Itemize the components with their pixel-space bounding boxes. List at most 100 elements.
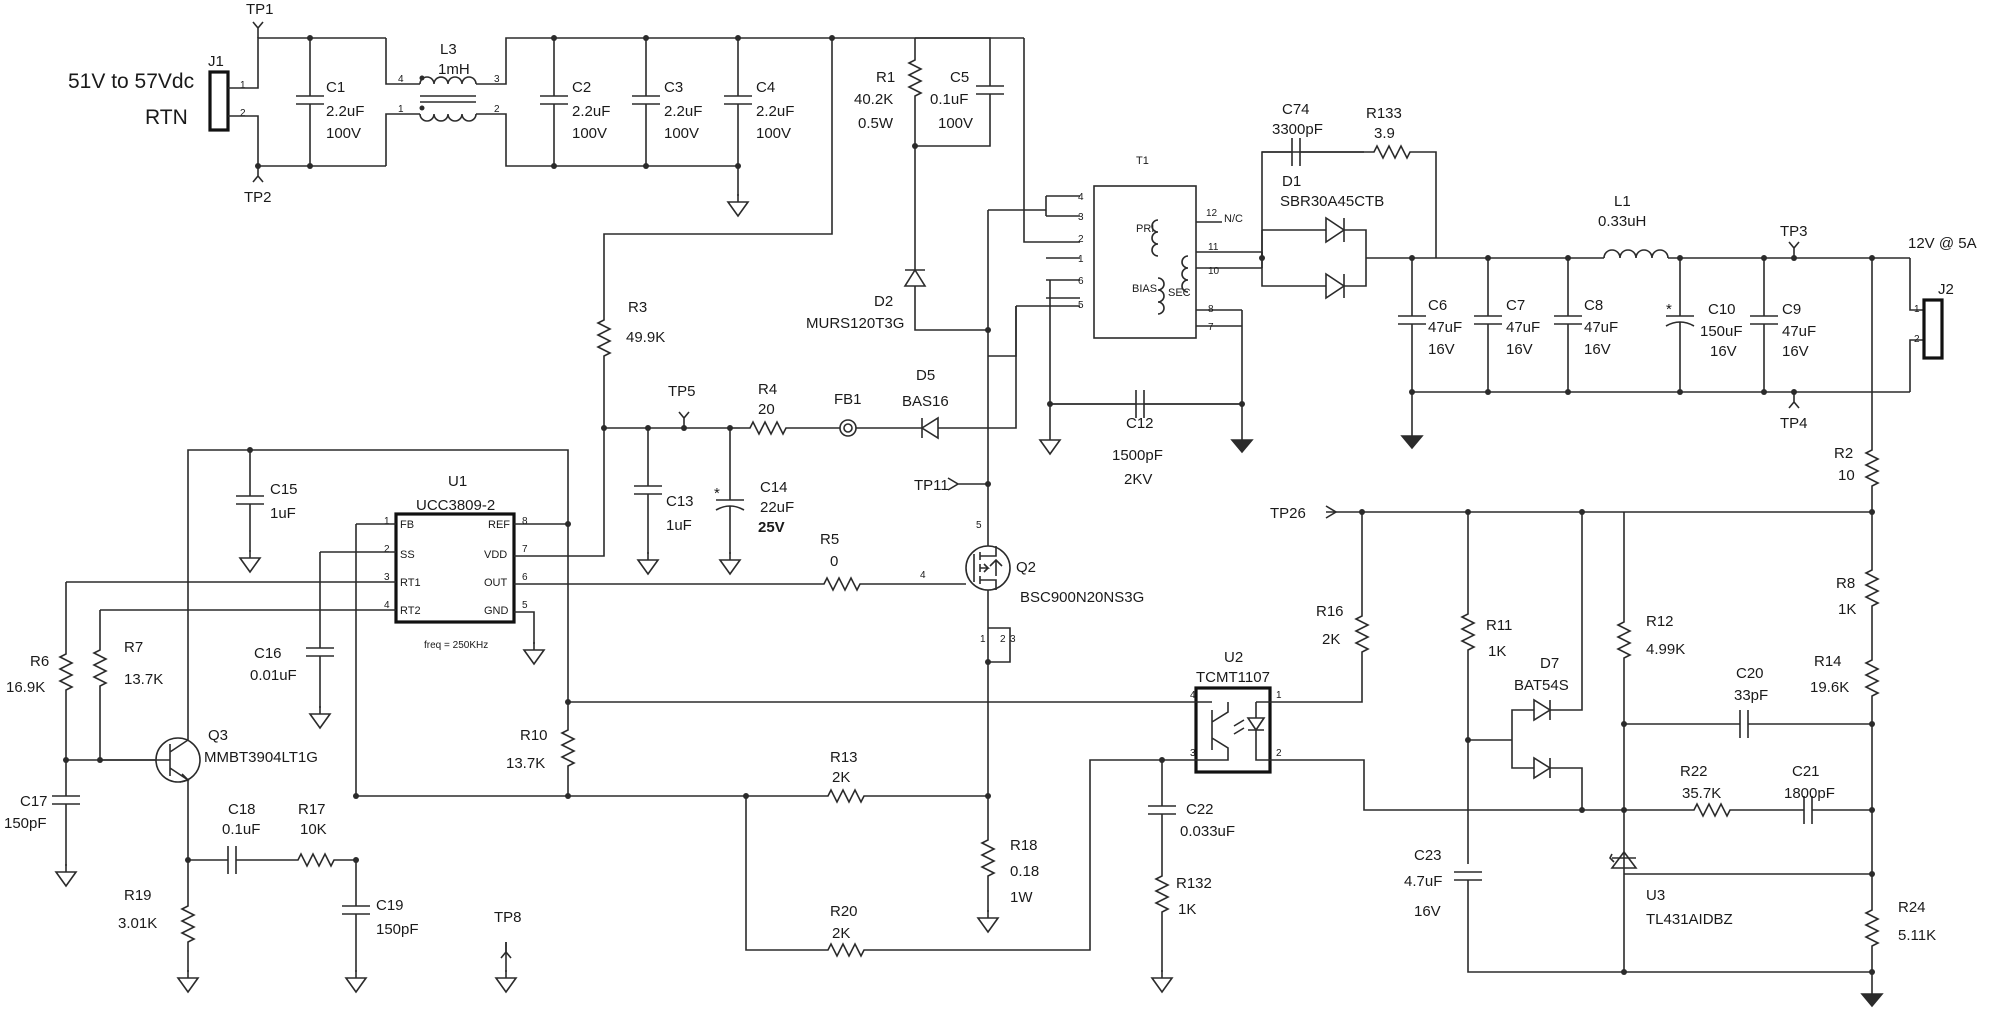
u1-label: U1	[448, 473, 467, 490]
r8-value: 1K	[1838, 601, 1856, 618]
c74-label: C74	[1282, 101, 1310, 118]
r7-value: 13.7K	[124, 671, 163, 688]
svg-text:3: 3	[384, 572, 390, 583]
c6-capacitor	[1398, 258, 1426, 392]
c15-capacitor	[236, 450, 264, 552]
svg-text:12: 12	[1206, 208, 1218, 219]
c1-voltage: 100V	[326, 125, 361, 142]
t1-nc-label: N/C	[1224, 213, 1243, 225]
l1-inductor	[1603, 249, 1669, 259]
r2-label: R2	[1834, 445, 1853, 462]
c7-voltage: 16V	[1506, 341, 1533, 358]
d7-label: D7	[1540, 655, 1559, 672]
u3-value: TL431AIDBZ	[1646, 911, 1733, 928]
c5-capacitor	[915, 37, 1004, 147]
tp8-label: TP8	[494, 909, 522, 926]
c22-label: C22	[1186, 801, 1214, 818]
svg-text:1: 1	[384, 516, 390, 527]
c18-label: C18	[228, 801, 256, 818]
u1-pin-vdd: VDD	[484, 549, 507, 561]
svg-text:4: 4	[384, 600, 390, 611]
c8-value: 47uF	[1584, 319, 1618, 336]
d5-label: D5	[916, 367, 935, 384]
u2-optocoupler	[1194, 686, 1272, 774]
c17-capacitor	[52, 795, 80, 866]
r5-label: R5	[820, 531, 839, 548]
c13-capacitor	[634, 428, 662, 554]
r5-value: 0	[830, 553, 838, 570]
svg-text:1: 1	[1914, 304, 1920, 315]
r3-value: 49.9K	[626, 329, 665, 346]
c2-value: 2.2uF	[572, 103, 610, 120]
svg-text:11: 11	[1208, 242, 1219, 253]
c16-label: C16	[254, 645, 282, 662]
controller-section: R3 49.9K TP5 R4 20 FB1 D5 BAS16 C13 1uF …	[4, 38, 1192, 993]
tp4-label: TP4	[1780, 415, 1808, 432]
c21-label: C21	[1792, 763, 1820, 780]
r16-label: R16	[1316, 603, 1344, 620]
c23-voltage: 16V	[1414, 903, 1441, 920]
t1-sec-label: SEC	[1168, 287, 1191, 299]
c10-value: 150uF	[1700, 323, 1743, 340]
t1-bias-label: BIAS	[1132, 283, 1157, 295]
c12-value: 1500pF	[1112, 447, 1163, 464]
d1-label: D1	[1282, 173, 1301, 190]
svg-text:4: 4	[920, 570, 926, 581]
c23-value: 4.7uF	[1404, 873, 1442, 890]
d7-diode	[1533, 698, 1552, 780]
r132-label: R132	[1176, 875, 1212, 892]
r19-label: R19	[124, 887, 152, 904]
q2-label: Q2	[1016, 559, 1036, 576]
u1-ic	[394, 512, 516, 624]
u1-pin-rt2: RT2	[400, 605, 421, 617]
c5-voltage: 100V	[938, 115, 973, 132]
tp26-label: TP26	[1270, 505, 1306, 522]
l3-label: L3	[440, 41, 457, 58]
r132-value: 1K	[1178, 901, 1196, 918]
c4-value: 2.2uF	[756, 103, 794, 120]
c3-capacitor	[632, 38, 660, 166]
c14-label: C14	[760, 479, 788, 496]
svg-text:2: 2	[494, 104, 500, 115]
r11-value: 1K	[1488, 643, 1506, 660]
c20-label: C20	[1736, 665, 1764, 682]
c16-value: 0.01uF	[250, 667, 297, 684]
c19-value: 150pF	[376, 921, 419, 938]
j1-connector	[208, 70, 230, 132]
c7-value: 47uF	[1506, 319, 1540, 336]
c9-voltage: 16V	[1782, 343, 1809, 360]
t1-label: T1	[1136, 155, 1149, 167]
c18-capacitor	[188, 846, 288, 874]
r6-label: R6	[30, 653, 49, 670]
svg-text:5: 5	[976, 520, 982, 531]
svg-text:1: 1	[1078, 254, 1084, 265]
r10-value: 13.7K	[506, 755, 545, 772]
c2-label: C2	[572, 79, 591, 96]
u1-freq-label: freq = 250KHz	[424, 640, 488, 651]
input-section: 51V to 57Vdc RTN J1 12 TP1 TP2 C1 2.2uF …	[68, 1, 1024, 333]
c8-label: C8	[1584, 297, 1603, 314]
tp5-label: TP5	[668, 383, 696, 400]
c4-voltage: 100V	[756, 125, 791, 142]
svg-text:3: 3	[1078, 212, 1084, 223]
c3-voltage: 100V	[664, 125, 699, 142]
q2-value: BSC900N20NS3G	[1020, 589, 1144, 606]
svg-text:1: 1	[240, 80, 246, 91]
l3-value: 1mH	[438, 61, 470, 78]
r13-value: 2K	[832, 769, 850, 786]
r3-label: R3	[628, 299, 647, 316]
svg-text:3: 3	[1190, 748, 1196, 759]
r18-label: R18	[1010, 837, 1038, 854]
r20-value: 2K	[832, 925, 850, 942]
svg-text:1: 1	[1276, 690, 1282, 701]
u3-label: U3	[1646, 887, 1665, 904]
r18-value: 0.18	[1010, 863, 1039, 880]
c8-capacitor	[1554, 258, 1582, 392]
feedback-section: TP26 R8 1K R14 19.6K R16 2K U2 TCMT1107 …	[1148, 500, 1936, 1007]
d1-diode	[1325, 216, 1346, 300]
r12-value: 4.99K	[1646, 641, 1685, 658]
c5-label: C5	[950, 69, 969, 86]
d1-value: SBR30A45CTB	[1280, 193, 1384, 210]
c13-label: C13	[666, 493, 694, 510]
